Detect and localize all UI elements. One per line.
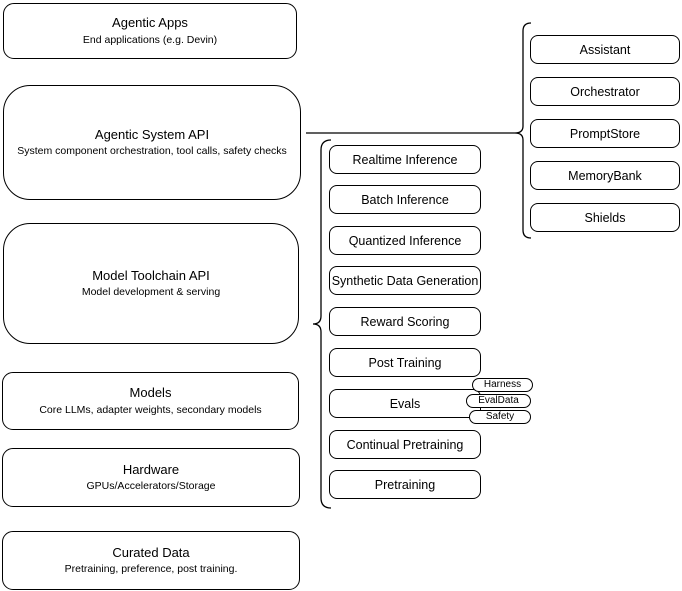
node-memorybank: MemoryBank (530, 161, 680, 190)
tag-label: Safety (485, 411, 515, 422)
node-label: Quantized Inference (348, 233, 462, 248)
toolchain-group-brace (312, 139, 332, 509)
node-promptstore: PromptStore (530, 119, 680, 148)
node-label: Assistant (579, 42, 631, 57)
node-shields: Shields (530, 203, 680, 232)
node-title: Curated Data (112, 544, 190, 560)
node-label: Post Training (368, 355, 442, 370)
tag-evaldata: EvalData (466, 394, 531, 408)
tag-safety: Safety (469, 410, 531, 424)
tag-label: Harness (483, 379, 522, 390)
node-label: Realtime Inference (352, 152, 458, 167)
system-group-brace (514, 22, 532, 239)
node-label: Synthetic Data Generation (331, 273, 479, 288)
tag-harness: Harness (472, 378, 533, 392)
node-label: Shields (584, 210, 626, 225)
tag-label: EvalData (478, 395, 519, 406)
node-title: Agentic Apps (112, 15, 188, 30)
node-pretraining: Pretraining (329, 470, 481, 499)
node-subtitle: Pretraining, preference, post training. (64, 563, 238, 576)
node-label: PromptStore (569, 126, 641, 141)
node-assistant: Assistant (530, 35, 680, 64)
node-evals: Evals (329, 389, 481, 418)
node-synthetic-data-generation: Synthetic Data Generation (329, 266, 481, 295)
node-label: MemoryBank (568, 168, 642, 183)
node-models: Models Core LLMs, adapter weights, secon… (2, 372, 299, 430)
node-subtitle: GPUs/Accelerators/Storage (86, 480, 216, 493)
node-title: Hardware (122, 461, 180, 477)
node-continual-pretraining: Continual Pretraining (329, 430, 481, 459)
node-curated-data: Curated Data Pretraining, preference, po… (2, 531, 300, 590)
node-label: Continual Pretraining (346, 437, 464, 452)
node-subtitle: End applications (e.g. Devin) (82, 33, 218, 46)
node-hardware: Hardware GPUs/Accelerators/Storage (2, 448, 300, 507)
node-orchestrator: Orchestrator (530, 77, 680, 106)
node-model-toolchain-api: Model Toolchain API Model development & … (3, 223, 299, 344)
node-title: Model Toolchain API (92, 267, 210, 283)
node-subtitle: System component orchestration, tool cal… (17, 145, 287, 158)
node-batch-inference: Batch Inference (329, 185, 481, 214)
node-quantized-inference: Quantized Inference (329, 226, 481, 255)
node-reward-scoring: Reward Scoring (329, 307, 481, 336)
node-label: Batch Inference (361, 192, 449, 207)
node-label: Pretraining (374, 477, 436, 492)
node-subtitle: Model development & serving (81, 286, 221, 299)
node-label: Evals (389, 396, 421, 411)
node-subtitle: Core LLMs, adapter weights, secondary mo… (39, 403, 262, 416)
node-title: Agentic System API (94, 126, 210, 142)
node-post-training: Post Training (329, 348, 481, 377)
node-label: Reward Scoring (360, 314, 450, 329)
node-label: Orchestrator (570, 84, 640, 99)
node-agentic-system-api: Agentic System API System component orch… (3, 85, 301, 200)
node-agentic-apps: Agentic Apps End applications (e.g. Devi… (3, 3, 297, 59)
node-title: Models (129, 385, 172, 400)
node-realtime-inference: Realtime Inference (329, 145, 481, 174)
